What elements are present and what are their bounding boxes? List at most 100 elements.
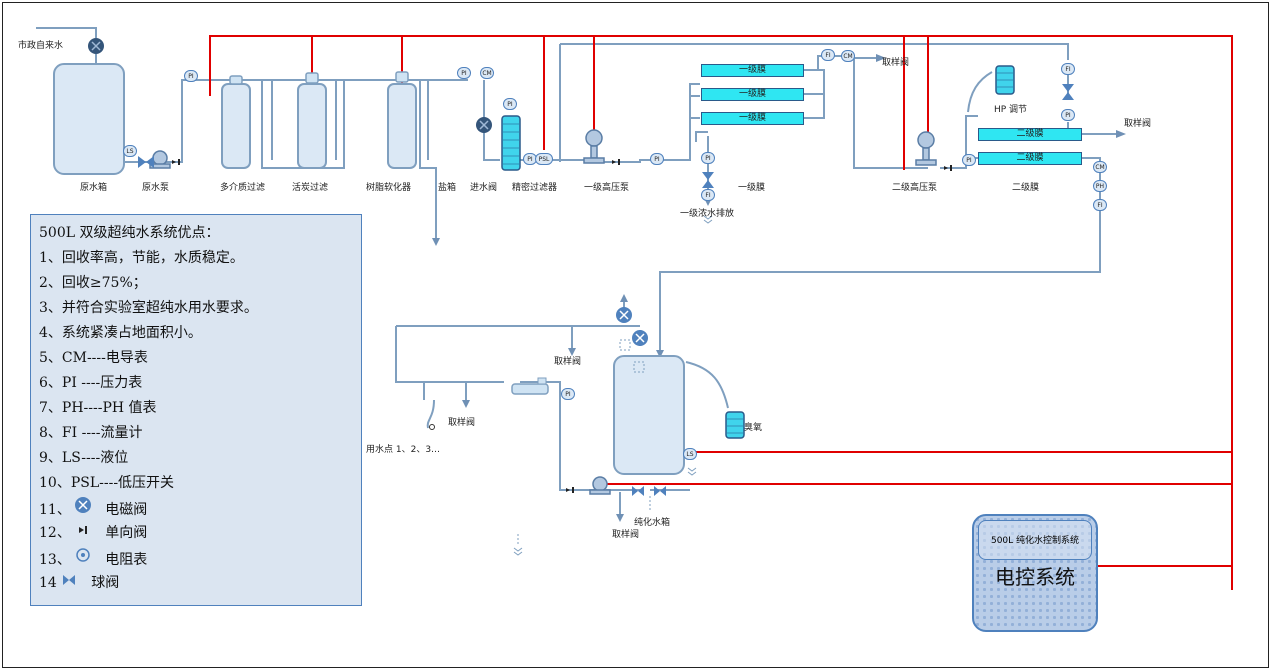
legend-symbol-text: 电阻表 (105, 552, 148, 568)
ls-level-raw: LS (123, 145, 137, 157)
legend-title: 500L 双级超纯水系统优点： (39, 225, 220, 241)
label-sample-valve-mid: 取样阀 (554, 357, 582, 367)
ball-valves (138, 84, 1074, 496)
legend-item: 6、PI ----压力表 (39, 375, 143, 391)
use-point-tap (429, 424, 435, 430)
label-precision-filter: 精密过滤器 (512, 183, 558, 193)
label-ozone: 臭氧 (744, 423, 763, 433)
stage1-membrane-3: 一级膜 (701, 112, 804, 125)
uv-sterilizer (511, 377, 549, 395)
legend-item: 9、LS----液位 (39, 450, 129, 466)
label-sample-valve-top: 取样阀 (882, 58, 910, 68)
legend-item: 8、FI ----流量计 (39, 425, 143, 441)
label-carbon-filter: 活炭过滤 (292, 183, 329, 193)
solenoid-valve-icon (71, 496, 95, 523)
solenoid-valve-city (88, 38, 104, 54)
label-multimedia-filter: 多介质过滤 (220, 183, 266, 193)
control-subtitle: 500L 纯化水控制系统 (978, 520, 1092, 560)
ball-valve-raw (138, 156, 154, 168)
pi-gauge-drain: PI (701, 152, 715, 164)
label-raw-tank: 原水箱 (80, 183, 108, 193)
check-valve-supply (566, 487, 574, 493)
solenoid-valve-inlet (476, 117, 492, 133)
ls-level-pure: LS (683, 448, 697, 460)
precision-filter (501, 115, 521, 171)
psl-switch: PSL (535, 153, 553, 165)
legend-item: 4、系统紧凑占地面积小。 (39, 325, 202, 341)
label-stage1-membrane: 一级膜 (738, 183, 766, 193)
resin-softener-vessel (387, 83, 417, 169)
check-valve-stage2 (944, 165, 952, 171)
hp-adjust-cartridge (995, 65, 1015, 95)
ball-valve-drain (702, 172, 714, 188)
stage2-high-pressure-pump (915, 131, 937, 166)
solenoid-valve-return2 (632, 330, 648, 346)
label-use-points: 用水点 1、2、3… (366, 445, 441, 455)
pure-water-tank (613, 355, 685, 475)
label-stage1-pump: 一级高压泵 (584, 183, 630, 193)
legend-symbol-row: 14 球阀 (39, 571, 361, 596)
check-valves (172, 159, 952, 493)
supply-pump (589, 476, 611, 495)
control-system: 500L 纯化水控制系统 电控系统 (972, 514, 1098, 632)
legend-symbol-num: 11、 (39, 502, 71, 518)
legend-panel: 500L 双级超纯水系统优点： 1、回收率高，节能，水质稳定。 2、回收≥75%… (30, 214, 362, 606)
label-hp-adjust: HP 调节 (994, 105, 1028, 115)
legend-symbol-text: 单向阀 (105, 525, 148, 541)
pi-gauge-raw: PI (184, 70, 198, 82)
legend-item: 2、回收≥75%； (39, 275, 147, 291)
ball-valve-out2 (654, 486, 666, 496)
pumps (149, 129, 937, 495)
control-title: 电控系统 (995, 565, 1075, 589)
legend-symbol-text: 球阀 (91, 575, 120, 591)
cm-meter-stage1: CM (841, 50, 855, 62)
check-valve-raw (172, 159, 180, 165)
legend-item: 1、回收率高，节能，水质稳定。 (39, 250, 244, 266)
legend-item: 3、并符合实验室超纯水用水要求。 (39, 300, 258, 316)
ozone-generator (725, 411, 745, 439)
legend-item: 5、CM----电导表 (39, 350, 148, 366)
legend-symbol-row: 11、 电磁阀 (39, 496, 361, 521)
ball-valve-out1 (632, 486, 644, 496)
legend-item: 7、PH----PH 值表 (39, 400, 157, 416)
check-valve-stage1 (612, 159, 620, 165)
label-stage2-membrane: 二级膜 (1012, 183, 1040, 193)
vessels (53, 63, 685, 475)
resistivity-meter-icon (71, 546, 95, 573)
label-raw-pump: 原水泵 (142, 183, 170, 193)
legend-item: 10、PSL----低压开关 (39, 475, 175, 491)
pi-gauge-softener: PI (457, 67, 471, 79)
ball-valve-icon (57, 571, 81, 596)
stage1-membrane-2: 一级膜 (701, 88, 804, 101)
fi-meter-product: FI (1093, 199, 1107, 211)
legend-symbol-text: 电磁阀 (105, 502, 148, 518)
label-inlet-valve: 进水阀 (470, 183, 498, 193)
ph-meter-product: PH (1093, 180, 1107, 192)
label-stage2-pump: 二级高压泵 (892, 183, 938, 193)
legend-symbol-num: 12、 (39, 525, 71, 541)
label-pure-tank: 纯化水箱 (634, 518, 671, 528)
label-salt-tank: 盐箱 (438, 183, 457, 193)
fi-meter-hp: FI (1061, 63, 1075, 75)
stage1-membrane-1: 一级膜 (701, 64, 804, 77)
carbon-filter-vessel (297, 83, 327, 169)
cm-meter-product: CM (1093, 161, 1107, 173)
pi-gauge-loop: PI (561, 388, 575, 400)
ball-valve-hp (1062, 84, 1074, 100)
pi-gauge-prefilter: PI (503, 98, 517, 110)
multimedia-filter-vessel (221, 83, 251, 169)
label-resin-softener: 树脂软化器 (366, 183, 412, 193)
label-city-water: 市政自来水 (18, 41, 64, 51)
stage2-membrane-1: 二级膜 (978, 128, 1082, 141)
label-stage1-drain: 一级浓水排放 (680, 209, 735, 219)
solenoid-valve-return1 (616, 307, 632, 323)
label-sample-valve-bottom: 取样阀 (612, 530, 640, 540)
label-sample-valve-right: 取样阀 (1124, 119, 1152, 129)
check-valve-icon (71, 521, 95, 546)
stage2-membrane-2: 二级膜 (978, 152, 1082, 165)
solenoid-valves (88, 38, 648, 346)
legend-symbol-row: 13、 电阻表 (39, 546, 361, 571)
